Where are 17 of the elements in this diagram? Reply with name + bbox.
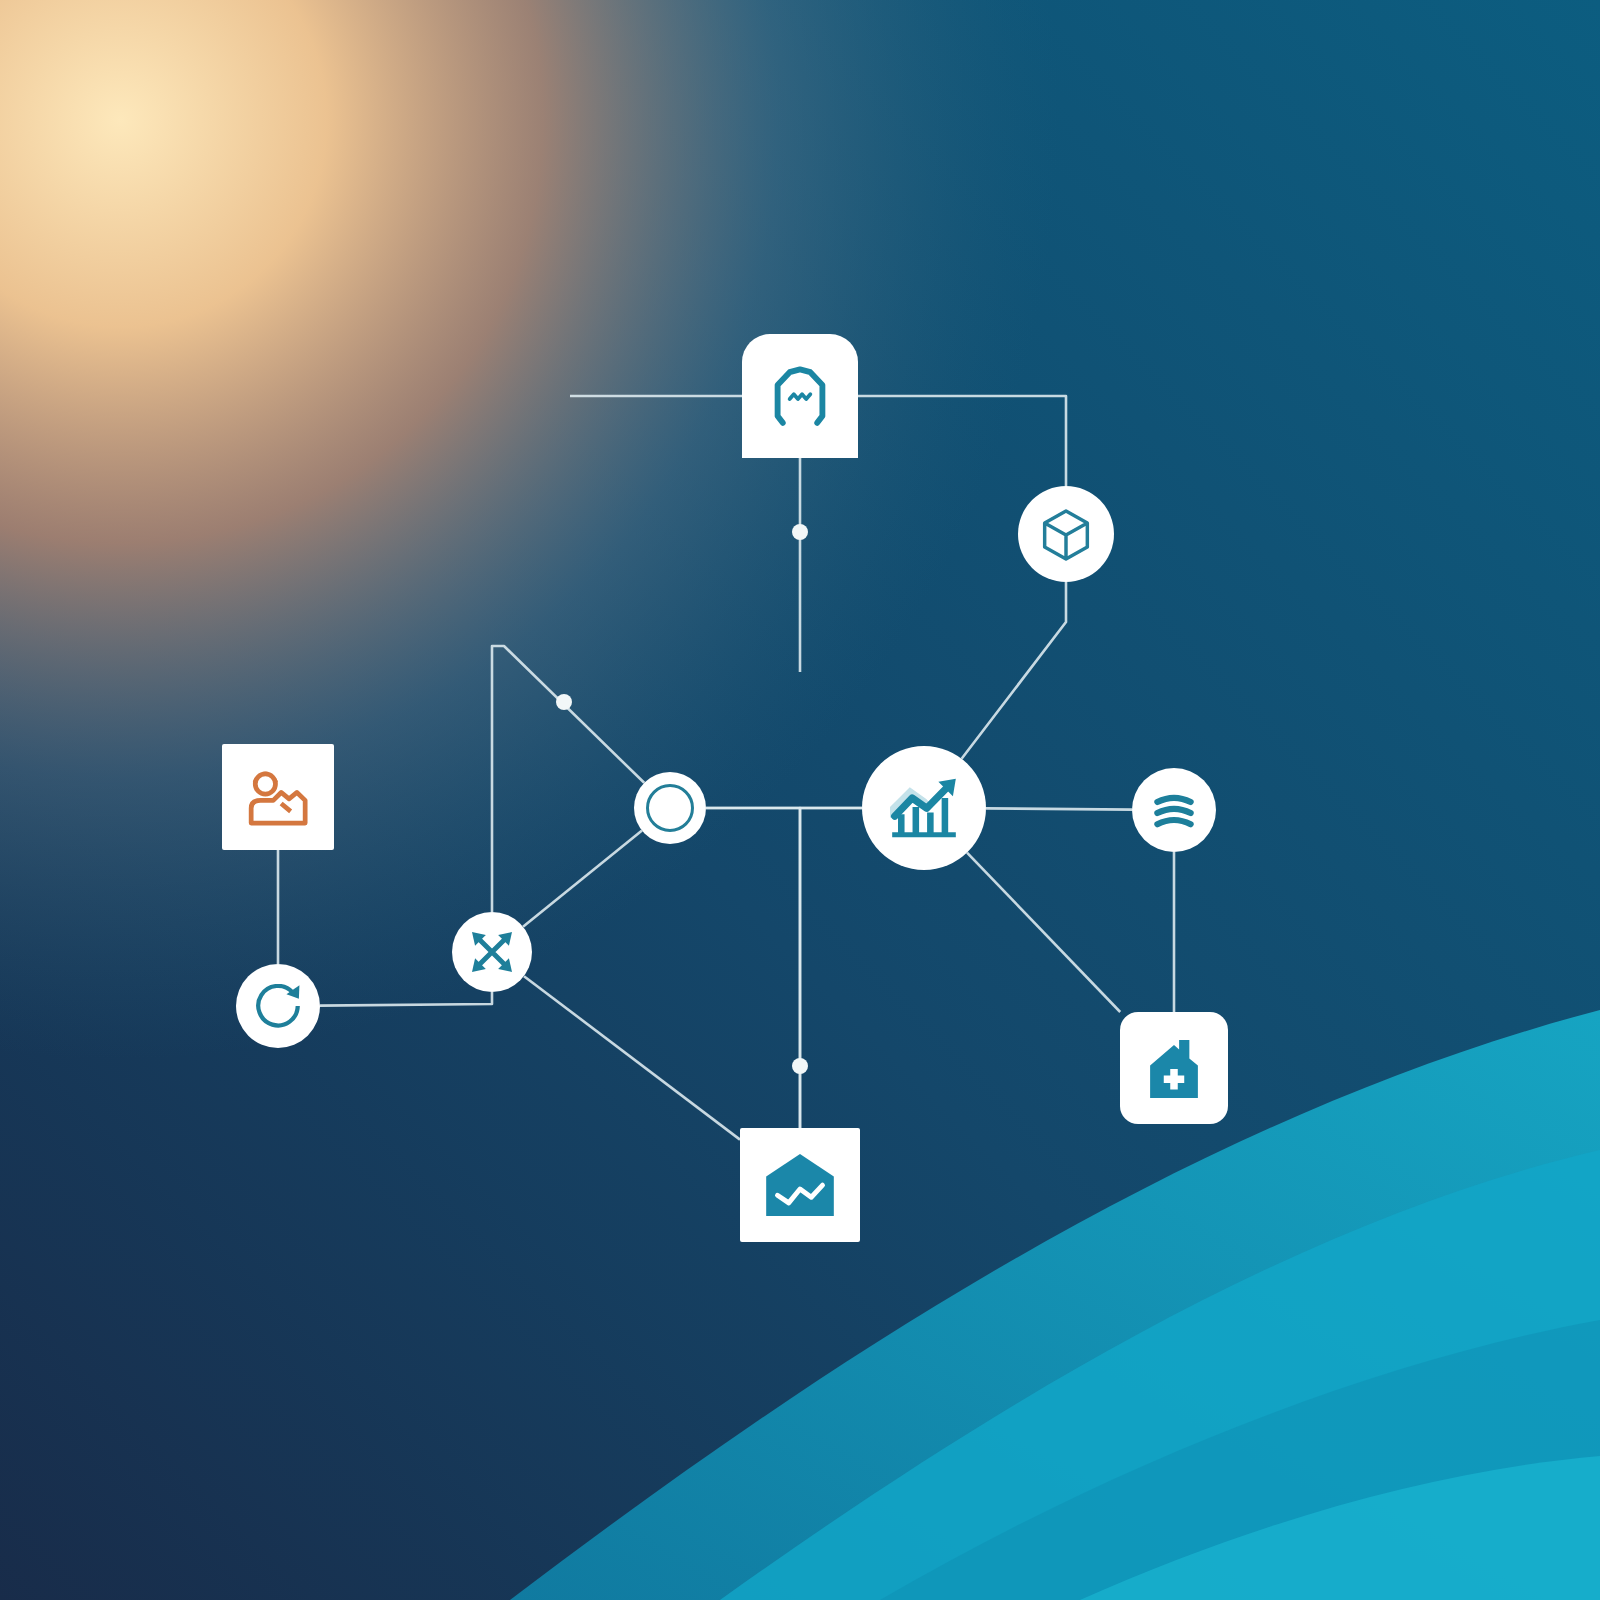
connector-line xyxy=(986,807,1132,811)
connector-line xyxy=(960,582,1068,760)
icon-tile xyxy=(740,1128,860,1242)
connector-line xyxy=(523,975,741,1141)
connector-line xyxy=(858,394,1068,486)
icon-tile xyxy=(742,334,858,458)
connector-line xyxy=(522,829,643,928)
connector-line xyxy=(570,394,742,398)
connector-line xyxy=(798,458,802,672)
icon-tile xyxy=(1120,1012,1228,1124)
icon-tile xyxy=(222,744,334,850)
connector-line xyxy=(966,851,1122,1013)
connector-line xyxy=(1172,852,1176,1012)
connector-line xyxy=(320,992,494,1007)
connector-line xyxy=(276,850,280,964)
connector-line xyxy=(798,806,862,1128)
connector-line xyxy=(490,644,646,912)
